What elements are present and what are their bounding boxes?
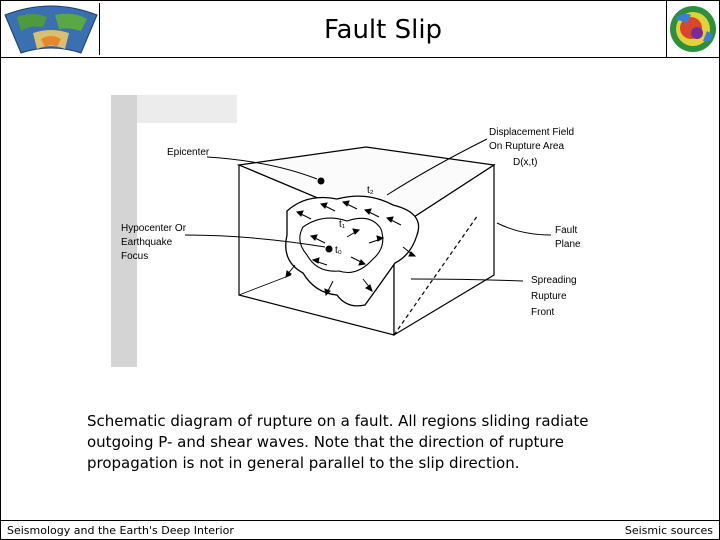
rupture-front-label-2: Rupture (531, 291, 567, 302)
page-title: Fault Slip (323, 15, 443, 45)
hypocenter-dot (325, 245, 333, 253)
header: Fault Slip (1, 1, 719, 58)
earth-logo-icon (3, 3, 100, 55)
footer-section-title: Seismic sources (624, 524, 713, 537)
footer-course-title: Seismology and the Earth's Deep Interior (7, 524, 234, 537)
fault-plane-label-1: Fault (555, 225, 577, 236)
fault-rupture-diagram: t₀ t₁ t₂ Epicenter Hypocenter Or Earthqu… (111, 95, 591, 367)
hypocenter-label-2: Earthquake (121, 237, 173, 248)
rupture-front-outer (285, 195, 420, 307)
figure-caption: Schematic diagram of rupture on a fault.… (87, 412, 589, 472)
rupture-front-label-3: Front (531, 307, 555, 318)
t1-label: t₁ (339, 219, 346, 230)
leader-lines (184, 138, 552, 282)
hypocenter-label-1: Hypocenter Or (121, 223, 187, 234)
rupture-front-label-1: Spreading (531, 275, 577, 286)
displacement-label-2: On Rupture Area (489, 141, 564, 152)
displacement-label-1: Displacement Field (489, 127, 574, 138)
hypocenter-label-3: Focus (121, 251, 148, 262)
fault-trace (238, 274, 292, 296)
rupture-front-inner (299, 217, 384, 274)
epicenter-dot (317, 177, 325, 185)
scan-smudge (137, 95, 237, 123)
t2-label: t₂ (367, 185, 374, 196)
epicenter-label: Epicenter (167, 147, 210, 158)
globe-model-icon (666, 1, 719, 57)
fault-plane-label-2: Plane (555, 239, 581, 250)
t0-label: t₀ (335, 245, 342, 256)
scan-margin (111, 95, 137, 367)
slip-arrows (285, 200, 417, 297)
footer: Seismology and the Earth's Deep Interior… (1, 520, 719, 539)
displacement-label-3: D(x,t) (513, 157, 537, 168)
